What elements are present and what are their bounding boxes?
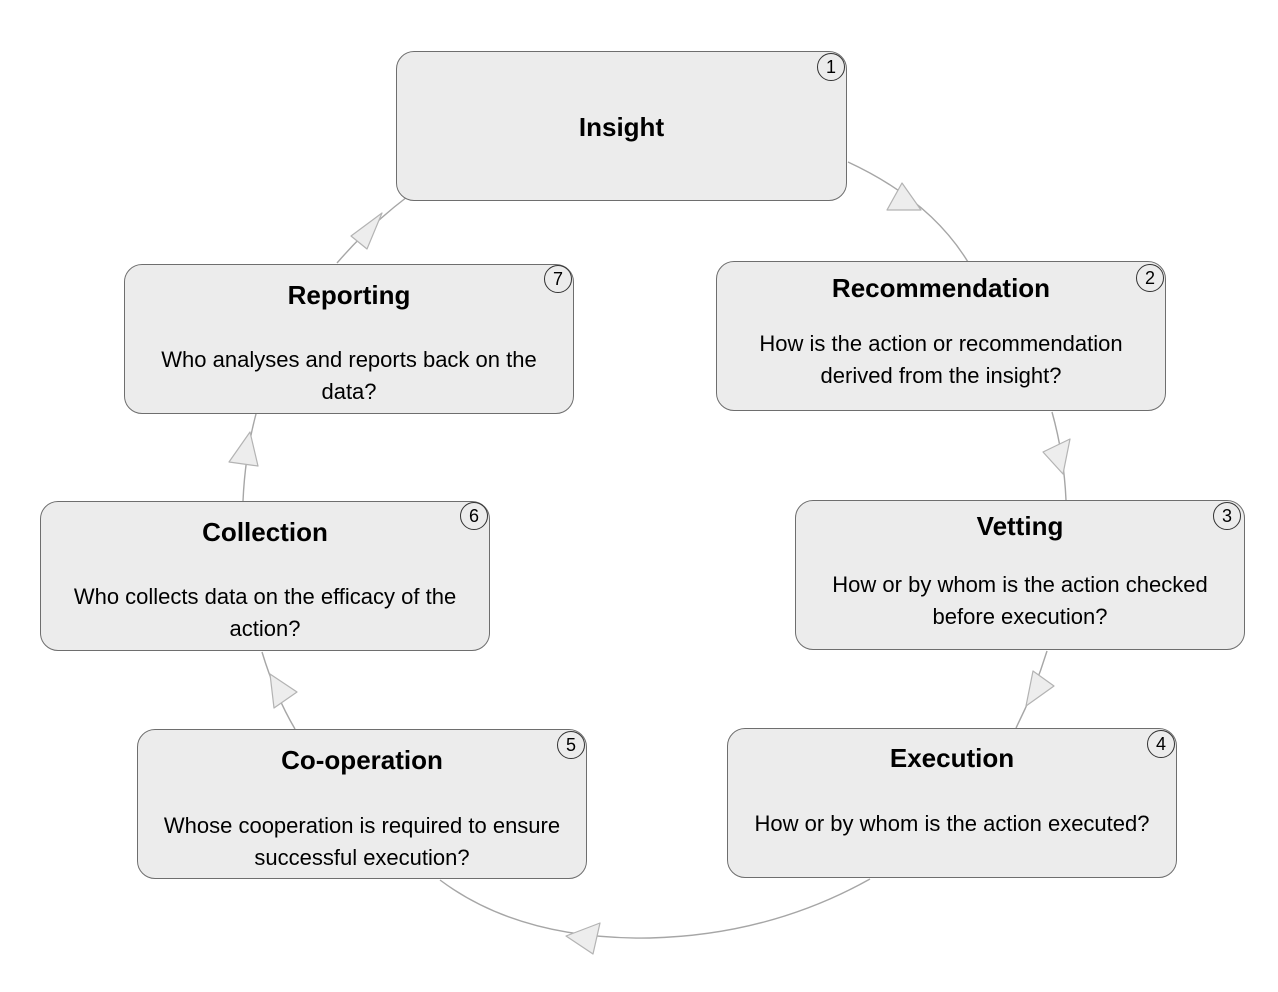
arrowhead-reporting-to-insight xyxy=(350,212,383,250)
step-title: Collection xyxy=(202,517,328,547)
step-vetting[interactable]: Vetting How or by whom is the action che… xyxy=(795,500,1245,650)
step-number-badge: 3 xyxy=(1213,502,1241,530)
step-collection[interactable]: Collection Who collects data on the effi… xyxy=(40,501,490,651)
step-title: Insight xyxy=(578,112,665,142)
arrowhead-cooperation-to-collection xyxy=(269,673,298,709)
arrowhead-execution-to-cooperation xyxy=(565,922,601,955)
step-number-badge: 2 xyxy=(1136,264,1164,292)
step-number-badge: 7 xyxy=(544,265,572,293)
step-question: How or by whom is the action checked bef… xyxy=(832,572,1208,629)
step-title: Vetting xyxy=(976,511,1064,541)
step-cooperation[interactable]: Co-operation Whose cooperation is requir… xyxy=(137,729,587,879)
step-question: Who analyses and reports back on the dat… xyxy=(161,347,537,404)
step-question: Who collects data on the efficacy of the… xyxy=(73,584,457,641)
connector-execution-to-cooperation xyxy=(439,878,871,939)
step-number-badge: 1 xyxy=(817,53,845,81)
step-title: Execution xyxy=(889,743,1015,773)
arrowhead-vetting-to-execution xyxy=(1025,670,1055,707)
step-reporting[interactable]: Reporting Who analyses and reports back … xyxy=(124,264,574,414)
step-question: How is the action or recommendation deri… xyxy=(759,331,1123,388)
connector-insight-to-recommendation xyxy=(847,161,969,263)
step-question: How or by whom is the action executed? xyxy=(754,811,1150,836)
arrowhead-collection-to-reporting xyxy=(228,431,259,467)
step-title: Recommendation xyxy=(831,273,1051,303)
step-number-badge: 6 xyxy=(460,502,488,530)
step-title: Co-operation xyxy=(281,745,443,775)
step-question: Whose cooperation is required to ensure … xyxy=(163,813,561,870)
step-execution[interactable]: Execution How or by whom is the action e… xyxy=(727,728,1177,878)
step-title: Reporting xyxy=(287,280,411,310)
step-number-badge: 4 xyxy=(1147,730,1175,758)
step-number-badge: 5 xyxy=(557,731,585,759)
step-recommendation[interactable]: Recommendation How is the action or reco… xyxy=(716,261,1166,411)
arrowhead-insight-to-recommendation xyxy=(886,182,922,211)
arrowhead-recommendation-to-vetting xyxy=(1042,438,1071,475)
step-insight[interactable]: Insight 1 xyxy=(396,51,847,201)
